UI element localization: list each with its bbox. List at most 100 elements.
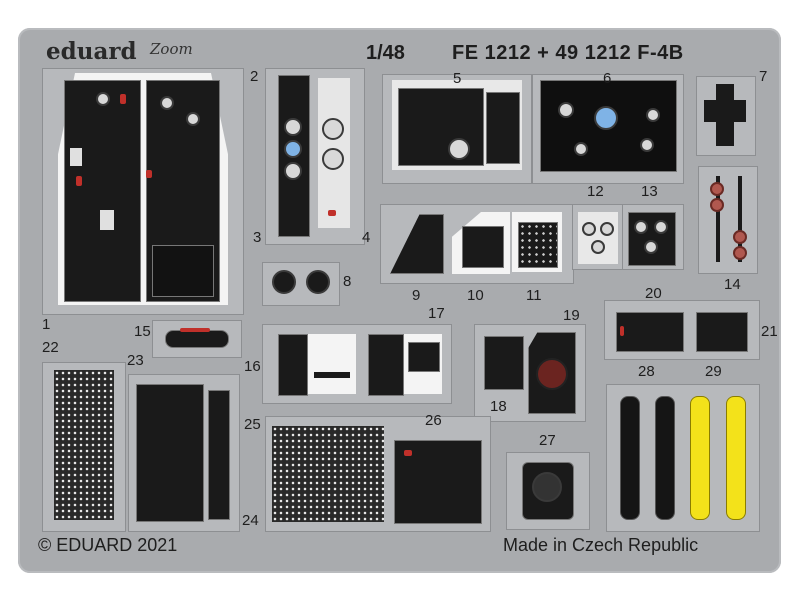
part-14-knob-icon bbox=[733, 230, 747, 244]
part-13-gauge-icon bbox=[644, 240, 658, 254]
part-number-label: 19 bbox=[563, 307, 580, 324]
part-14-frame bbox=[698, 166, 758, 274]
part-number-label: 9 bbox=[412, 287, 421, 304]
part-1-warning-light bbox=[76, 176, 82, 186]
part-number-label: 5 bbox=[453, 70, 462, 87]
part-6-gauge-icon bbox=[640, 138, 654, 152]
part-number-label: 23 bbox=[127, 352, 144, 369]
part-12-gauge-icon bbox=[600, 222, 614, 236]
part-1-switch-block bbox=[100, 210, 114, 230]
part-3-gauge-icon bbox=[284, 162, 302, 180]
part-14-strip bbox=[716, 176, 720, 262]
part-28-handle-left bbox=[620, 396, 640, 520]
part-8-knob-icon bbox=[272, 270, 296, 294]
part-number-label: 16 bbox=[244, 358, 261, 375]
part-4-gauge-icon bbox=[322, 118, 344, 140]
part-number-label: 14 bbox=[724, 276, 741, 293]
part-23-side-panel bbox=[208, 390, 230, 520]
part-19-radar-scope-icon bbox=[536, 358, 568, 390]
part-29-handle-left bbox=[690, 396, 710, 520]
part-number-label: 13 bbox=[641, 183, 658, 200]
part-number-label: 2 bbox=[250, 68, 259, 85]
part-6-gauge-icon bbox=[558, 102, 574, 118]
part-number-label: 25 bbox=[244, 416, 261, 433]
part-13-panel bbox=[628, 212, 676, 266]
copyright-text: © EDUARD 2021 bbox=[38, 535, 178, 555]
origin-text: Made in Czech Republic bbox=[503, 535, 699, 555]
part-6-attitude-indicator-icon bbox=[594, 106, 618, 130]
part-29-handle-right bbox=[726, 396, 746, 520]
part-number-label: 28 bbox=[638, 363, 655, 380]
part-number-label: 20 bbox=[645, 285, 662, 302]
part-26-warning-light bbox=[404, 450, 412, 456]
part-1-gauge-icon bbox=[96, 92, 110, 106]
part-number-label: 11 bbox=[526, 287, 542, 304]
part-5-instrument-cluster bbox=[398, 88, 484, 166]
part-1-switch-block bbox=[70, 148, 82, 166]
part-20-panel bbox=[616, 312, 684, 352]
part-number-label: 7 bbox=[759, 68, 768, 85]
part-14-knob-icon bbox=[710, 198, 724, 212]
part-16-slot bbox=[314, 372, 350, 378]
part-7-cross-plate bbox=[704, 100, 746, 122]
part-11-inner bbox=[518, 222, 558, 268]
part-number-label: 15 bbox=[134, 323, 151, 340]
part-13-gauge-icon bbox=[634, 220, 648, 234]
part-23-panel bbox=[136, 384, 204, 522]
part-1-lower-panel bbox=[152, 245, 214, 297]
part-17-panel bbox=[368, 334, 404, 396]
zoom-logo: Zoom bbox=[150, 40, 193, 58]
part-number-label: 6 bbox=[603, 70, 612, 87]
part-number-label: 18 bbox=[490, 398, 507, 415]
part-number-label: 22 bbox=[42, 339, 59, 356]
scale-label: 1/48 bbox=[366, 42, 405, 64]
part-number-label: 26 bbox=[425, 412, 442, 429]
part-28-handle-right bbox=[655, 396, 675, 520]
part-4-gauge-icon bbox=[322, 148, 344, 170]
part-number-label: 17 bbox=[428, 305, 445, 322]
part-1-left-panel bbox=[64, 80, 141, 302]
part-25-panel bbox=[272, 426, 384, 522]
part-1-warning-light bbox=[146, 170, 152, 178]
part-22-panel bbox=[54, 370, 114, 520]
part-5-gauge-icon bbox=[448, 138, 470, 160]
part-number-label: 10 bbox=[467, 287, 484, 304]
part-number-label: 8 bbox=[343, 273, 352, 290]
part-14-strip bbox=[738, 176, 742, 262]
part-number-label: 1 bbox=[42, 316, 51, 333]
part-12-panel bbox=[578, 212, 618, 264]
part-20-warning-light bbox=[620, 326, 624, 336]
part-17-display bbox=[408, 342, 440, 372]
part-12-gauge-icon bbox=[591, 240, 605, 254]
part-16-panel bbox=[278, 334, 308, 396]
product-title: FE 1212 + 49 1212 F-4B bbox=[452, 42, 684, 64]
part-18-panel bbox=[484, 336, 524, 390]
part-number-label: 12 bbox=[587, 183, 604, 200]
part-15-panel bbox=[165, 330, 229, 348]
part-13-gauge-icon bbox=[654, 220, 668, 234]
part-16-white-panel bbox=[308, 334, 356, 394]
part-15-warning-light bbox=[180, 328, 210, 332]
part-5-side-cluster bbox=[486, 92, 520, 164]
part-number-label: 4 bbox=[362, 229, 371, 246]
part-4-warning-light bbox=[328, 210, 336, 216]
part-number-label: 24 bbox=[242, 512, 259, 529]
part-1-gauge-icon bbox=[160, 96, 174, 110]
brand-logo: eduard bbox=[46, 38, 137, 65]
part-27-scope-icon bbox=[532, 472, 562, 502]
part-number-label: 21 bbox=[761, 323, 778, 340]
part-1-warning-light bbox=[120, 94, 126, 104]
part-number-label: 3 bbox=[253, 229, 262, 246]
part-14-knob-icon bbox=[733, 246, 747, 260]
part-12-gauge-icon bbox=[582, 222, 596, 236]
part-10-inner bbox=[462, 226, 504, 268]
part-14-knob-icon bbox=[710, 182, 724, 196]
part-number-label: 27 bbox=[539, 432, 556, 449]
part-3-gauge-icon bbox=[284, 140, 302, 158]
part-6-gauge-icon bbox=[646, 108, 660, 122]
part-8-knob-icon bbox=[306, 270, 330, 294]
part-1-gauge-icon bbox=[186, 112, 200, 126]
part-3-gauge-icon bbox=[284, 118, 302, 136]
part-6-gauge-icon bbox=[574, 142, 588, 156]
part-21-panel bbox=[696, 312, 748, 352]
